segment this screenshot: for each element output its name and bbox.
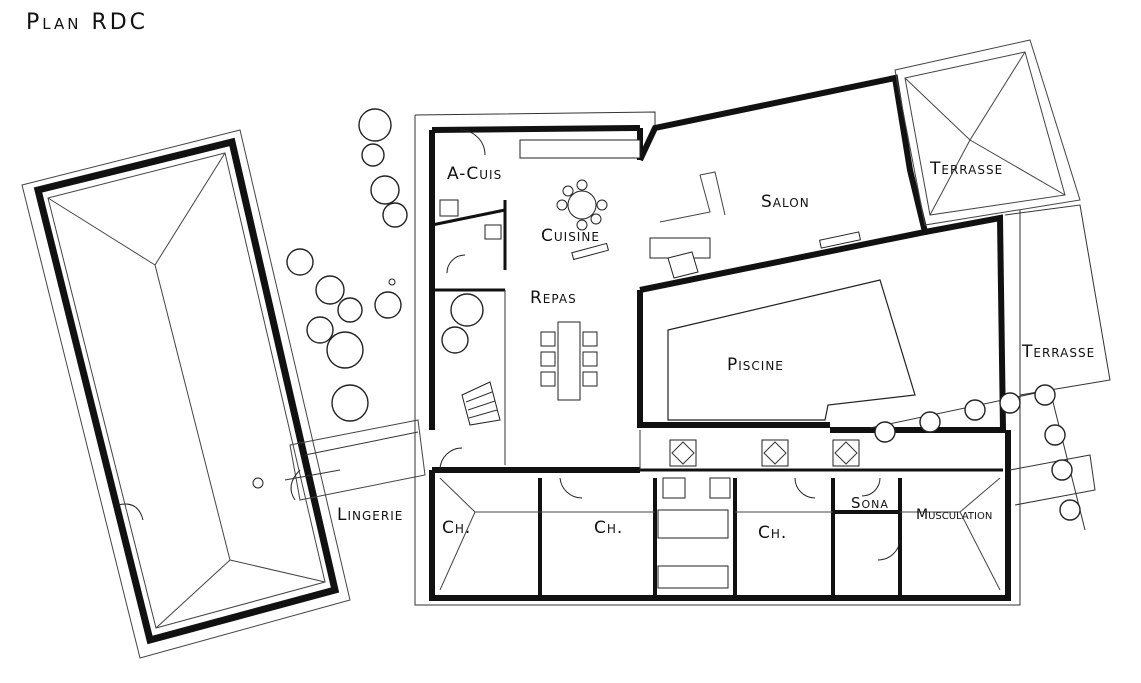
terrace-planters: [869, 384, 1086, 531]
room-label-piscine: Piscine: [727, 355, 784, 375]
room-label-cuisine: Cuisine: [541, 226, 600, 246]
room-label-ch-3: Ch.: [758, 523, 787, 543]
kitchen-counter: [519, 139, 641, 159]
room-label-salon: Salon: [761, 192, 810, 212]
plan-title: Plan RDC: [26, 10, 148, 35]
room-label-musculation: Musculation: [916, 507, 992, 523]
bath-fixtures: [439, 199, 731, 589]
door-swings: [439, 129, 901, 561]
room-label-ch-2: Ch.: [594, 518, 623, 538]
swimming-pool: [667, 279, 916, 421]
room-labels: A-Cuis Cuisine Salon Terrasse Repas Pisc…: [337, 159, 1095, 543]
garage-building: [21, 129, 351, 659]
kitchen-round-table: [556, 179, 610, 261]
bedroom-roof-lines: [439, 477, 1001, 591]
garden-walkway: [289, 419, 426, 501]
room-label-a-cuis: A-Cuis: [447, 164, 502, 184]
room-label-repas: Repas: [530, 288, 577, 308]
room-label-ch-1: Ch.: [442, 518, 471, 538]
terrace-roof: [894, 39, 1081, 226]
room-label-sona: Sona: [851, 494, 889, 512]
skylights: [669, 439, 860, 467]
room-label-lingerie: Lingerie: [337, 505, 403, 525]
staircase: [461, 381, 501, 426]
right-terrace: [1004, 204, 1111, 506]
garden-trees: [286, 108, 484, 422]
dining-table: [540, 321, 598, 401]
main-house-walls: [414, 74, 1021, 606]
salon-furniture: [649, 231, 861, 279]
room-label-terrasse-right: Terrasse: [1021, 342, 1095, 362]
room-label-terrasse-top: Terrasse: [929, 159, 1003, 179]
